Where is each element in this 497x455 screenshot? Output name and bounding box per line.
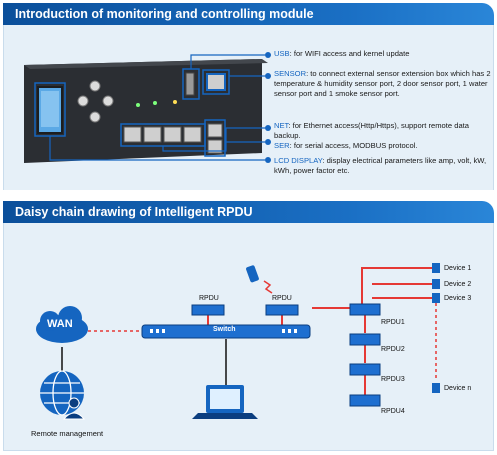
laptop-icon xyxy=(192,385,258,419)
daisy-chain-diagram xyxy=(36,263,440,420)
rpdu-top-units xyxy=(191,304,299,316)
rpdu-chain-units xyxy=(349,303,381,407)
feature-sensor-key: SENSOR xyxy=(274,69,307,78)
device-n-label: Device n xyxy=(444,385,472,392)
feature-lcd: LCD DISPLAY: display electrical paramete… xyxy=(274,156,494,176)
rpdu4-label: RPDU4 xyxy=(381,408,405,415)
rpdu1-label: RPDU1 xyxy=(381,319,405,326)
switch-label: Switch xyxy=(213,326,236,333)
remote-management-label: Remote management xyxy=(31,429,104,438)
section1-banner: Introduction of monitoring and controlli… xyxy=(3,3,494,25)
rpdu3-label: RPDU3 xyxy=(381,376,405,383)
feature-net-text: : for Ethernet access(Http/Https), suppo… xyxy=(274,121,470,140)
feature-net: NET: for Ethernet access(Http/Https), su… xyxy=(274,121,494,141)
device-icons xyxy=(432,263,440,393)
wan-label: WAN xyxy=(47,318,73,330)
rpdu-top-label-1: RPDU xyxy=(199,295,219,302)
feature-ser: SER: for serial access, MODBUS protocol. xyxy=(274,141,494,151)
feature-usb-text: : for WIFI access and kernel update xyxy=(289,49,410,58)
rpdu-top-label-2: RPDU xyxy=(272,295,292,302)
feature-net-key: NET xyxy=(274,121,289,130)
section2-title: Daisy chain drawing of Intelligent RPDU xyxy=(15,205,253,219)
feature-sensor-text: : to connect external sensor extension b… xyxy=(274,69,491,98)
feature-lcd-key: LCD DISPLAY xyxy=(274,156,323,165)
section2-banner: Daisy chain drawing of Intelligent RPDU xyxy=(3,201,494,223)
remote-management-icon xyxy=(40,370,86,420)
feature-sensor: SENSOR: to connect external sensor exten… xyxy=(274,69,494,99)
wan-cloud-icon xyxy=(36,306,88,343)
module-illustration xyxy=(24,52,271,163)
feature-usb: USB: for WIFI access and kernel update xyxy=(274,49,494,59)
feature-usb-key: USB xyxy=(274,49,290,58)
feature-ser-key: SER xyxy=(274,141,290,150)
feature-ser-text: : for serial access, MODBUS protocol. xyxy=(289,141,418,150)
device-2-label: Device 2 xyxy=(444,281,472,288)
device-3-label: Device 3 xyxy=(444,295,472,302)
switch-box xyxy=(141,324,311,339)
rpdu2-label: RPDU2 xyxy=(381,346,405,353)
device-1-label: Device 1 xyxy=(444,265,472,272)
section1-title: Introduction of monitoring and controlli… xyxy=(15,7,314,21)
feature-lcd-text: : display electrical parameters like amp… xyxy=(274,156,487,175)
